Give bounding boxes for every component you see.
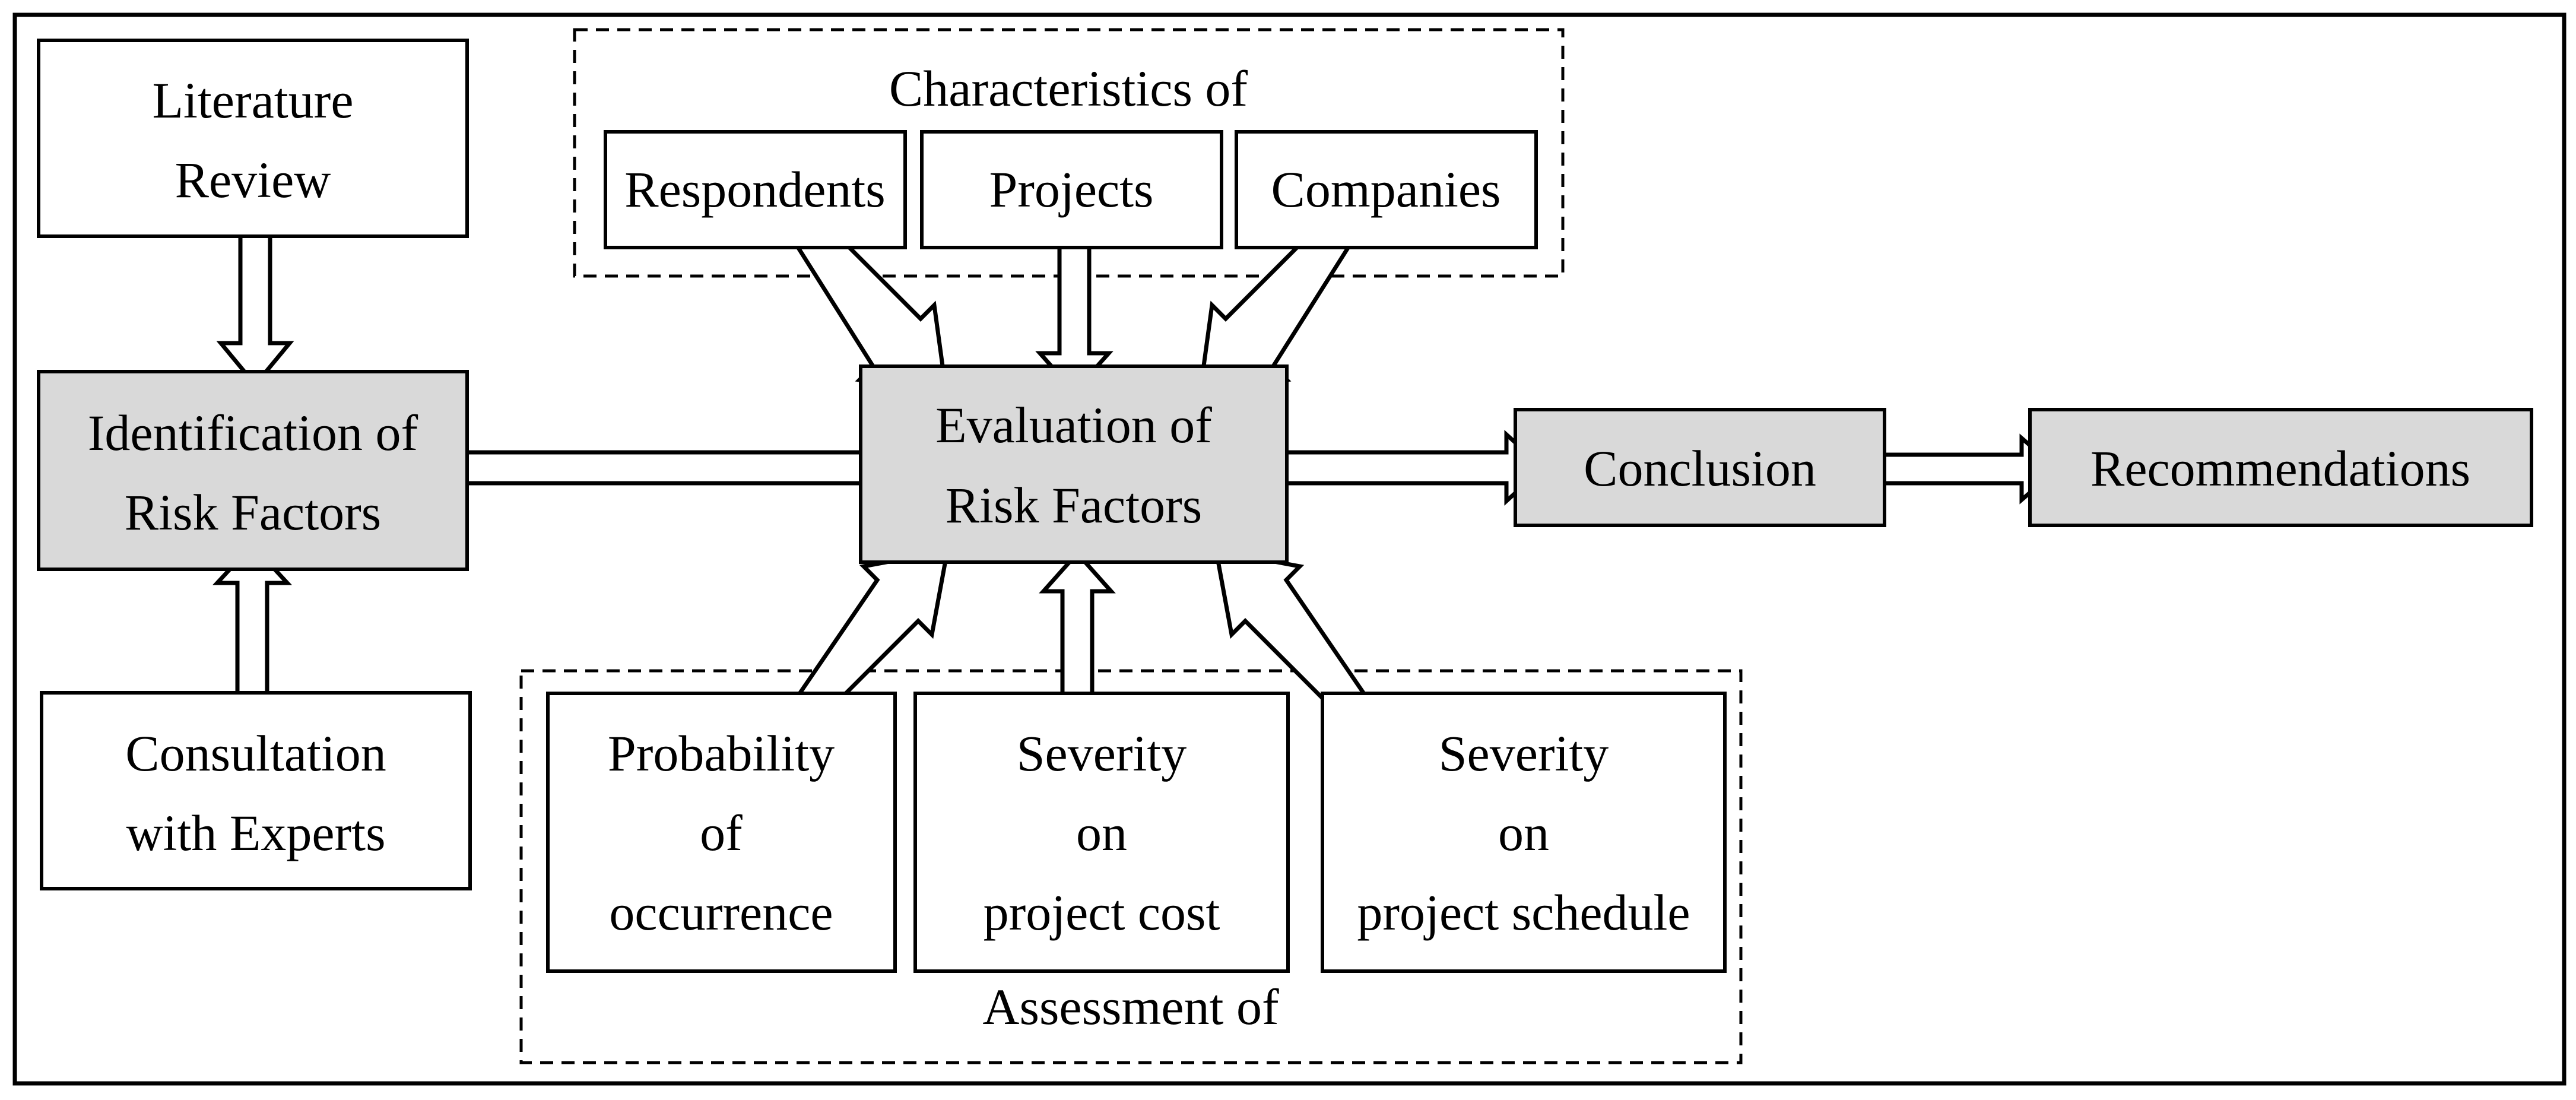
severity-schedule-line-1: Severity bbox=[1439, 725, 1609, 782]
evaluation-line-2: Risk Factors bbox=[946, 477, 1202, 534]
assessment-label: Assessment of bbox=[982, 978, 1279, 1035]
consultation-line-1: Consultation bbox=[125, 725, 386, 782]
severity-cost-box: Severity on project cost bbox=[913, 692, 1290, 973]
conclusion-label: Conclusion bbox=[1584, 440, 1816, 497]
projects-box: Projects bbox=[920, 130, 1223, 249]
literature-review-line-1: Literature bbox=[152, 72, 353, 129]
severity-cost-line-3: project cost bbox=[984, 884, 1220, 941]
companies-label: Companies bbox=[1271, 161, 1501, 218]
identification-line-1: Identification of bbox=[88, 404, 418, 461]
assessment-group bbox=[519, 669, 1743, 1064]
characteristics-label: Characteristics of bbox=[889, 60, 1248, 117]
companies-box: Companies bbox=[1235, 130, 1538, 249]
literature-review-box: Literature Review bbox=[37, 39, 469, 238]
severity-schedule-line-2: on bbox=[1498, 804, 1549, 861]
probability-line-1: Probability bbox=[608, 725, 835, 782]
severity-schedule-line-3: project schedule bbox=[1357, 884, 1690, 941]
projects-label: Projects bbox=[989, 161, 1153, 218]
conclusion-box: Conclusion bbox=[1514, 408, 1886, 527]
probability-line-3: occurrence bbox=[609, 884, 833, 941]
probability-box: Probability of occurrence bbox=[546, 692, 897, 973]
consultation-box: Consultation with Experts bbox=[40, 691, 472, 890]
respondents-label: Respondents bbox=[624, 161, 886, 218]
recommendations-label: Recommendations bbox=[2090, 440, 2470, 497]
identification-line-2: Risk Factors bbox=[125, 484, 381, 541]
respondents-box: Respondents bbox=[604, 130, 907, 249]
evaluation-box: Evaluation of Risk Factors bbox=[859, 364, 1289, 564]
probability-line-2: of bbox=[700, 804, 743, 861]
severity-schedule-box: Severity on project schedule bbox=[1321, 692, 1727, 973]
characteristics-group bbox=[573, 28, 1565, 278]
severity-cost-line-2: on bbox=[1076, 804, 1127, 861]
identification-box: Identification of Risk Factors bbox=[37, 370, 469, 571]
evaluation-line-1: Evaluation of bbox=[935, 397, 1212, 454]
consultation-line-2: with Experts bbox=[126, 804, 385, 861]
recommendations-box: Recommendations bbox=[2028, 408, 2533, 527]
severity-cost-line-1: Severity bbox=[1017, 725, 1187, 782]
literature-review-line-2: Review bbox=[175, 151, 331, 208]
